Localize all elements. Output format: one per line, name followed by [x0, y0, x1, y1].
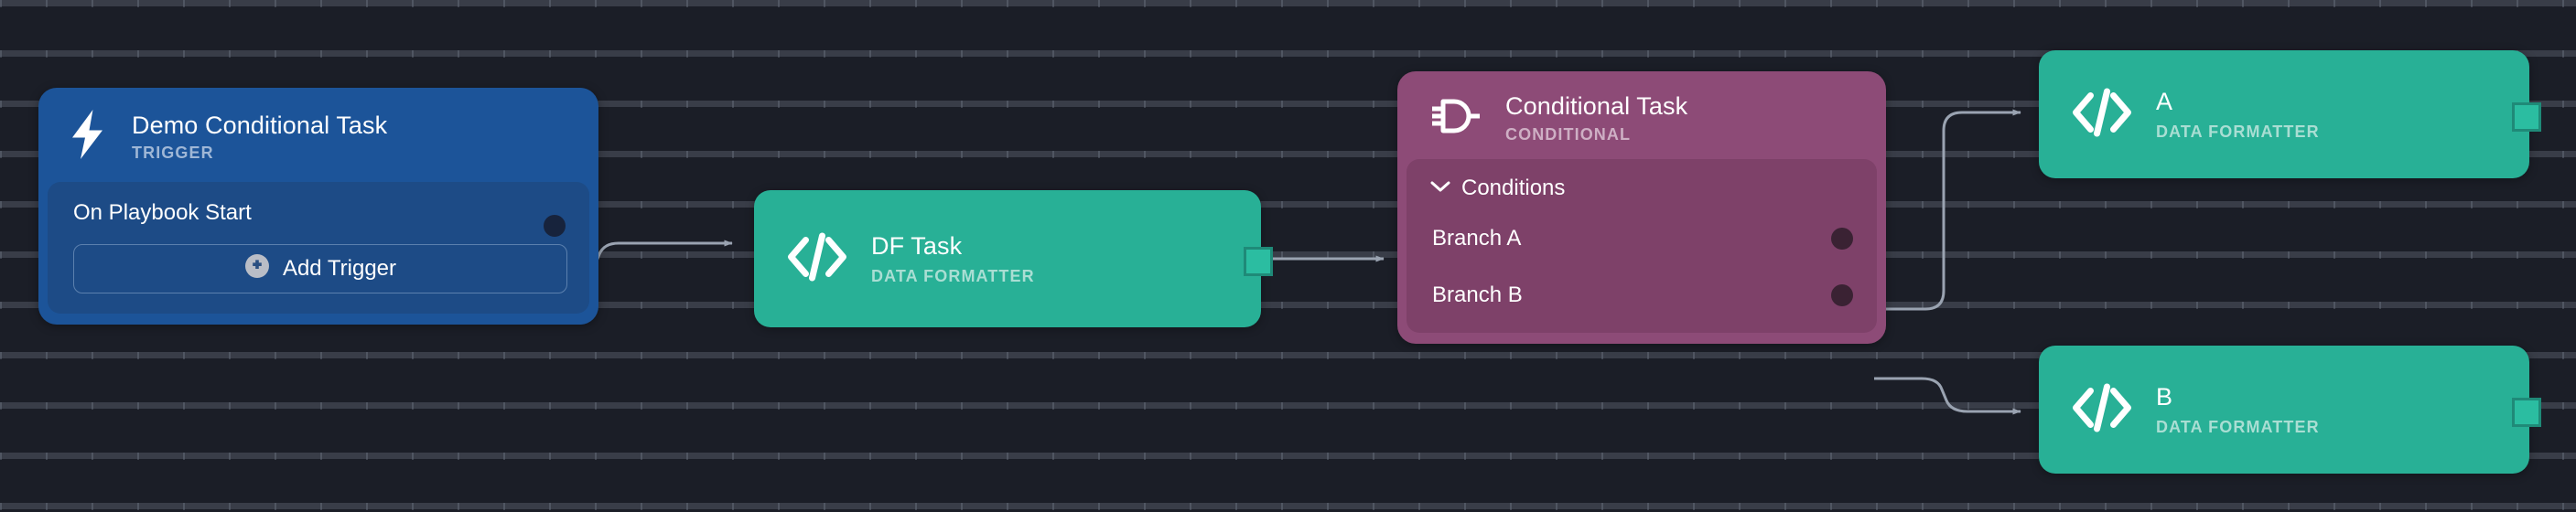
- logic-gate-icon: [1427, 94, 1483, 143]
- add-trigger-button[interactable]: Add Trigger: [73, 244, 567, 293]
- conditions-toggle[interactable]: Conditions: [1407, 174, 1877, 203]
- code-brackets-icon: [2070, 86, 2134, 144]
- branch-a-task-title: A: [2156, 88, 2173, 116]
- branch-b-label: Branch B: [1432, 283, 1523, 308]
- code-brackets-icon: [785, 230, 849, 288]
- trigger-header: Demo Conditional Task TRIGGER: [38, 88, 598, 182]
- branch-a-task-subtitle: DATA FORMATTER: [2156, 122, 2320, 141]
- lightning-bolt-icon: [66, 108, 108, 165]
- node-trigger[interactable]: Demo Conditional Task TRIGGER On Playboo…: [38, 88, 598, 325]
- plus-circle-icon: [244, 253, 270, 285]
- branch-a-task-output-port[interactable]: [2512, 102, 2541, 132]
- chevron-down-icon: [1430, 180, 1450, 197]
- df-task-title: DF Task: [871, 232, 963, 261]
- conditional-header: Conditional Task CONDITIONAL: [1397, 71, 1886, 159]
- df-task-output-port[interactable]: [1244, 247, 1273, 276]
- conditional-body: Conditions Branch A Branch B: [1407, 159, 1877, 334]
- node-branch-b-task[interactable]: B DATA FORMATTER: [2039, 346, 2541, 474]
- branch-row-a[interactable]: Branch A: [1407, 218, 1877, 260]
- branch-a-task-title-group: A DATA FORMATTER: [2156, 88, 2320, 141]
- branch-b-task-title: B: [2156, 383, 2173, 411]
- branch-a-output-port[interactable]: [1831, 228, 1853, 251]
- df-task-subtitle: DATA FORMATTER: [871, 266, 1035, 285]
- branch-b-output-port[interactable]: [1831, 284, 1853, 307]
- conditions-label: Conditions: [1461, 176, 1566, 201]
- conditional-subtitle: CONDITIONAL: [1505, 125, 1632, 144]
- branch-b-task-output-port[interactable]: [2512, 398, 2541, 427]
- branch-a-label: Branch A: [1432, 226, 1522, 251]
- trigger-subtitle: TRIGGER: [132, 144, 214, 163]
- trigger-body-label: On Playbook Start: [73, 200, 252, 225]
- trigger-title-group: Demo Conditional Task TRIGGER: [132, 112, 387, 161]
- edge-branch-b-to-task-b: [1874, 377, 2021, 415]
- node-branch-a-task[interactable]: A DATA FORMATTER: [2039, 50, 2541, 178]
- node-df-task[interactable]: DF Task DATA FORMATTER: [754, 190, 1273, 327]
- branch-b-task-title-group: B DATA FORMATTER: [2156, 383, 2320, 436]
- branch-b-task-subtitle: DATA FORMATTER: [2156, 417, 2320, 436]
- conditional-title-group: Conditional Task CONDITIONAL: [1505, 92, 1688, 144]
- trigger-body: On Playbook Start Add Trigger: [48, 182, 589, 314]
- node-conditional[interactable]: Conditional Task CONDITIONAL Conditions …: [1397, 71, 1886, 345]
- branch-row-b[interactable]: Branch B: [1407, 274, 1877, 316]
- code-brackets-icon: [2070, 381, 2134, 439]
- trigger-title: Demo Conditional Task: [132, 111, 388, 139]
- trigger-output-port[interactable]: [544, 215, 566, 237]
- df-task-title-group: DF Task DATA FORMATTER: [871, 232, 1035, 285]
- edge-branch-a-to-task-a: [1874, 109, 2021, 311]
- conditional-title: Conditional Task: [1505, 92, 1688, 120]
- add-trigger-label: Add Trigger: [282, 256, 397, 281]
